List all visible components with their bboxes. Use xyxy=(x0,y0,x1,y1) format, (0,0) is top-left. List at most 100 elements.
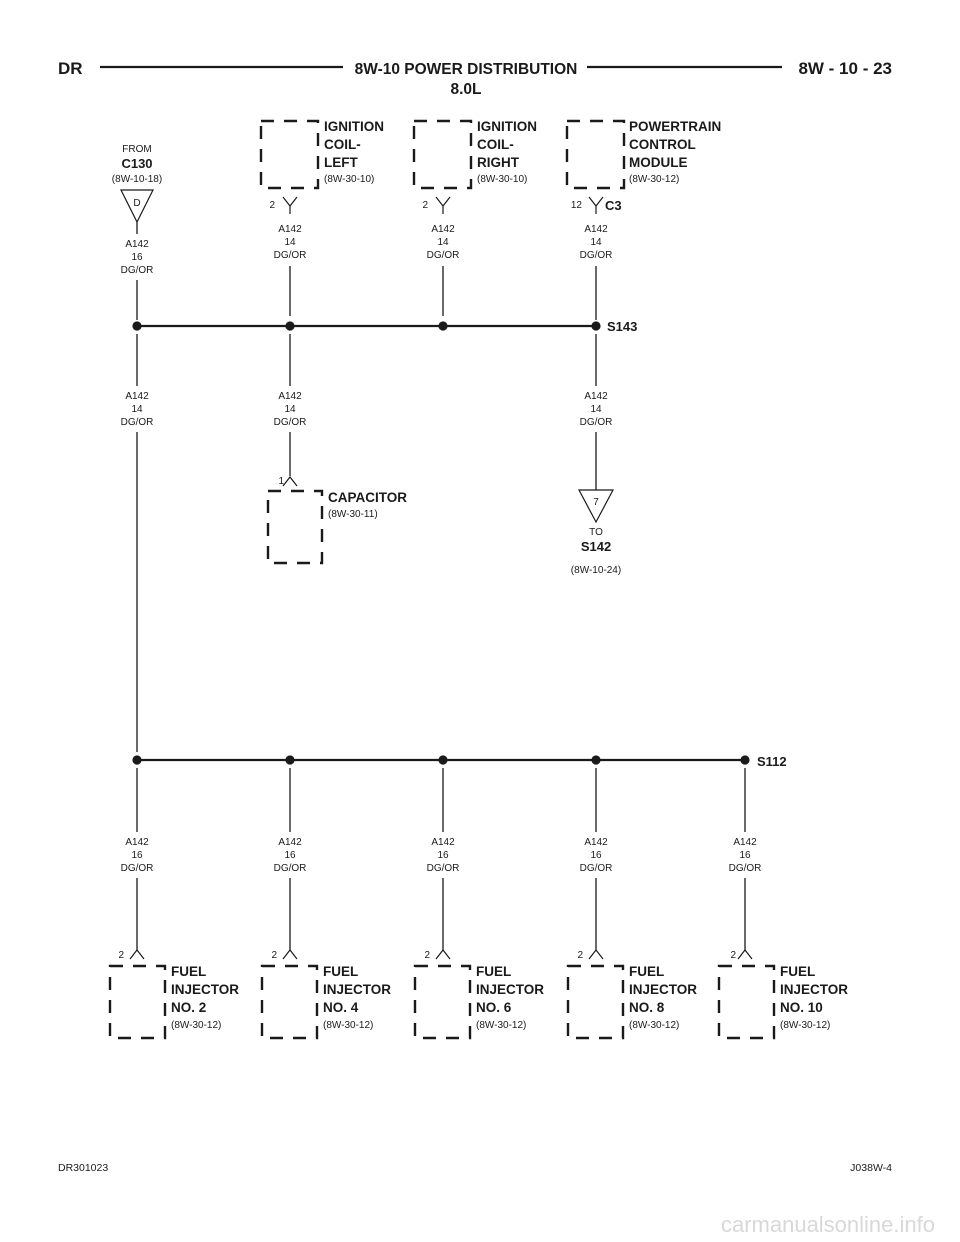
fuel-injector-2: A142 16 DG/OR 2 FUEL INJECTOR NO. 2 (8W-… xyxy=(108,768,239,1040)
component-outline xyxy=(412,119,473,190)
component-name: CAPACITOR xyxy=(328,490,407,505)
wire-label-color: DG/OR xyxy=(580,250,613,261)
component-reference: (8W-30-12) xyxy=(780,1020,830,1031)
component-reference: (8W-30-12) xyxy=(629,174,679,185)
splice-node xyxy=(740,755,750,765)
component-name-line2: COIL- xyxy=(324,137,361,152)
component-name-line1: FUEL xyxy=(323,964,358,979)
component-name-line2: INJECTOR xyxy=(323,982,391,997)
to-splice-s142: 7 TO S142 (8W-10-24) xyxy=(571,489,621,576)
pin-number: 7 xyxy=(593,497,599,508)
component-name-line1: IGNITION xyxy=(477,119,537,134)
component-outline xyxy=(717,964,776,1040)
wire-label-circuit: A142 xyxy=(584,224,608,235)
pin-symbol xyxy=(435,196,451,214)
splice-node xyxy=(591,321,601,331)
pin-symbol xyxy=(588,196,604,214)
wire-label-circuit: A142 xyxy=(584,391,608,402)
wire-label-gauge: 16 xyxy=(590,850,602,861)
component-name-line3: LEFT xyxy=(324,155,358,170)
pin-number: 2 xyxy=(422,200,428,211)
component-outline xyxy=(260,964,319,1040)
capacitor: 1 CAPACITOR (8W-30-11) xyxy=(266,476,407,565)
component-reference: (8W-30-10) xyxy=(324,174,374,185)
mid-wire-left: A142 14 DG/OR xyxy=(121,334,153,752)
splice-node xyxy=(438,321,448,331)
pin-triangle xyxy=(578,489,614,524)
wire-label-gauge: 14 xyxy=(590,237,602,248)
component-name-line3: NO. 4 xyxy=(323,1000,359,1015)
wire-label-circuit: A142 xyxy=(278,391,302,402)
component-reference: (8W-30-12) xyxy=(171,1020,221,1031)
component-name-line2: INJECTOR xyxy=(171,982,239,997)
component-reference: (8W-30-12) xyxy=(476,1020,526,1031)
wire-label-circuit: A142 xyxy=(278,837,302,848)
component-name-line1: FUEL xyxy=(780,964,815,979)
wire-label-gauge: 16 xyxy=(739,850,751,861)
wire-label-gauge: 16 xyxy=(437,850,449,861)
splice-node xyxy=(591,755,601,765)
wire-label-color: DG/OR xyxy=(274,863,307,874)
source-from-label: FROM xyxy=(122,144,151,155)
component-name-line3: NO. 2 xyxy=(171,1000,206,1015)
component-reference: (8W-30-10) xyxy=(477,174,527,185)
component-outline xyxy=(566,964,625,1040)
pin-symbol xyxy=(282,476,298,487)
component-name-line2: CONTROL xyxy=(629,137,696,152)
splice-reference: (8W-10-24) xyxy=(571,565,621,576)
wire-label-circuit: A142 xyxy=(431,837,455,848)
pin-number: 2 xyxy=(271,950,277,961)
component-name-line2: INJECTOR xyxy=(629,982,697,997)
pin-symbol xyxy=(737,949,753,960)
splice-label: S143 xyxy=(607,319,637,334)
component-outline xyxy=(266,489,324,565)
watermark: carmanualsonline.info xyxy=(721,1212,935,1237)
splice-node xyxy=(132,755,142,765)
wire-label-color: DG/OR xyxy=(729,863,762,874)
pin-number: 2 xyxy=(269,200,275,211)
mid-wire-capacitor: A142 14 DG/OR xyxy=(274,334,307,476)
footer-right-code: J038W-4 xyxy=(850,1162,892,1174)
mid-wire-right: A142 14 DG/OR xyxy=(580,334,612,490)
source-pin-triangle xyxy=(120,189,154,224)
wire-label-color: DG/OR xyxy=(121,265,154,276)
fuel-injector-6: A142 16 DG/OR 2 FUEL INJECTOR NO. 6 (8W-… xyxy=(413,768,544,1040)
wire-label-gauge: 16 xyxy=(131,252,143,263)
powertrain-control-module: POWERTRAIN CONTROL MODULE (8W-30-12) 12 … xyxy=(565,119,721,320)
pin-number: 2 xyxy=(577,950,583,961)
splice-node xyxy=(285,755,295,765)
splice-name: S142 xyxy=(581,539,611,554)
ignition-coil-left: IGNITION COIL- LEFT (8W-30-10) 2 A142 14… xyxy=(259,119,384,316)
wire-label-circuit: A142 xyxy=(584,837,608,848)
source-connector-c130: FROM C130 (8W-10-18) D A142 16 DG/OR xyxy=(112,144,162,320)
pin-number: 2 xyxy=(118,950,124,961)
wire-label-color: DG/OR xyxy=(274,417,307,428)
component-reference: (8W-30-11) xyxy=(328,509,378,520)
component-name-line2: COIL- xyxy=(477,137,514,152)
pin-number: 12 xyxy=(571,200,583,211)
wire-label-circuit: A142 xyxy=(125,239,149,250)
fuel-injector-10: A142 16 DG/OR 2 FUEL INJECTOR NO. 10 (8W… xyxy=(717,768,848,1040)
fuel-injector-8: A142 16 DG/OR 2 FUEL INJECTOR NO. 8 (8W-… xyxy=(566,768,697,1040)
pin-number: 1 xyxy=(278,476,284,487)
component-reference: (8W-30-12) xyxy=(323,1020,373,1031)
wire-label-color: DG/OR xyxy=(580,863,613,874)
component-outline xyxy=(259,119,320,190)
to-label: TO xyxy=(589,527,603,538)
pin-number: 2 xyxy=(424,950,430,961)
wire-label-gauge: 14 xyxy=(437,237,449,248)
fuel-injector-4: A142 16 DG/OR 2 FUEL INJECTOR NO. 4 (8W-… xyxy=(260,768,391,1040)
wire-label-gauge: 14 xyxy=(590,404,602,415)
connector-name: C3 xyxy=(605,198,622,213)
component-name-line1: POWERTRAIN xyxy=(629,119,721,134)
component-name-line3: RIGHT xyxy=(477,155,520,170)
splice-node xyxy=(285,321,295,331)
component-name-line2: INJECTOR xyxy=(780,982,848,997)
splice-node xyxy=(438,755,448,765)
wire-label-color: DG/OR xyxy=(121,863,154,874)
wire-label-color: DG/OR xyxy=(427,863,460,874)
wire-label-circuit: A142 xyxy=(125,391,149,402)
component-name-line3: MODULE xyxy=(629,155,688,170)
component-name-line1: FUEL xyxy=(171,964,206,979)
